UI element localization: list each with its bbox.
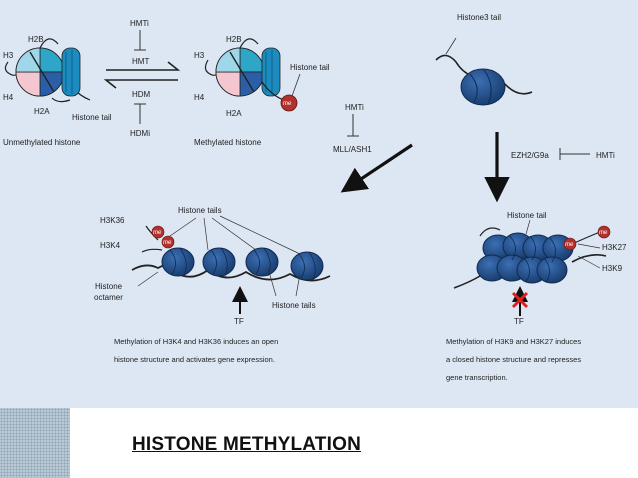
unmethylated-histone <box>4 38 91 103</box>
label-hmti-mid: HMTi <box>345 103 364 112</box>
methylated-histone: me <box>204 38 301 112</box>
closed-chromatin: me me <box>453 219 611 316</box>
label-h3k4: H3K4 <box>100 241 121 250</box>
label-histone-tails-bottom: Histone tails <box>272 301 316 310</box>
label-octamer: octamer <box>94 293 123 302</box>
label-ezh2-g9a: EZH2/G9a <box>511 151 549 160</box>
decorative-swatch <box>0 408 70 478</box>
label-h2a-mid: H2A <box>226 109 242 118</box>
label-tf-left: TF <box>234 317 244 326</box>
forward-arrow <box>106 61 181 71</box>
label-h2a-left: H2A <box>34 107 50 116</box>
caption-right-1: Methylation of H3K9 and H3K27 induces <box>446 337 581 346</box>
nucleosome-with-h3-tail <box>435 37 533 106</box>
arrow-to-open-chromatin <box>340 143 413 193</box>
label-h2b-mid: H2B <box>226 35 242 44</box>
label-hmti-top: HMTi <box>130 19 149 28</box>
label-unmethylated: Unmethylated histone <box>3 138 81 147</box>
label-h3k27: H3K27 <box>602 243 627 252</box>
label-h3-left: H3 <box>3 51 14 60</box>
methyl-label-h3k4: me <box>163 240 172 246</box>
methyl-mark <box>280 94 298 112</box>
histone-methylation-diagram: H2B H3 H4 H2A Histone tail Unmethylated … <box>3 13 627 382</box>
methyl-label-h3k9: me <box>565 242 574 248</box>
label-mll-ash1: MLL/ASH1 <box>333 145 372 154</box>
caption-right-3: gene transcription. <box>446 373 508 382</box>
label-histone-tail-left: Histone tail <box>72 113 112 122</box>
label-hmt: HMT <box>132 57 149 66</box>
label-h3k9: H3K9 <box>602 264 623 273</box>
label-h4-left: H4 <box>3 93 14 102</box>
reverse-arrow <box>103 79 178 89</box>
caption-left-1: Methylation of H3K4 and H3K36 induces an… <box>114 337 278 346</box>
label-h4-mid: H4 <box>194 93 205 102</box>
methyl-label-h3k36: me <box>153 230 162 236</box>
label-hdmi: HDMi <box>130 129 150 138</box>
methyl-label-h3k27-tail: me <box>599 230 608 236</box>
title-bar: HISTONE METHYLATION <box>0 408 638 478</box>
label-histone-tails-top: Histone tails <box>178 206 222 215</box>
label-histone-tail-mid: Histone tail <box>290 63 330 72</box>
label-h3-mid: H3 <box>194 51 205 60</box>
label-tf-right: TF <box>514 317 524 326</box>
label-histone: Histone <box>95 282 123 291</box>
label-hmti-right: HMTi <box>596 151 615 160</box>
label-h3k36: H3K36 <box>100 216 125 225</box>
caption-right-2: a closed histone structure and represses <box>446 355 581 364</box>
label-histone-tail-right: Histone tail <box>507 211 547 220</box>
caption-left-2: histone structure and activates gene exp… <box>114 355 275 364</box>
blocked-x-icon <box>511 291 529 309</box>
label-hdm: HDM <box>132 90 151 99</box>
label-methylated: Methylated histone <box>194 138 262 147</box>
label-h2b-left: H2B <box>28 35 44 44</box>
methyl-label: me <box>283 101 292 107</box>
diagram-panel: H2B H3 H4 H2A Histone tail Unmethylated … <box>0 0 638 408</box>
label-histone3-tail: Histone3 tail <box>457 13 501 22</box>
open-chromatin: me me <box>131 215 331 314</box>
slide-title: HISTONE METHYLATION <box>132 434 361 455</box>
